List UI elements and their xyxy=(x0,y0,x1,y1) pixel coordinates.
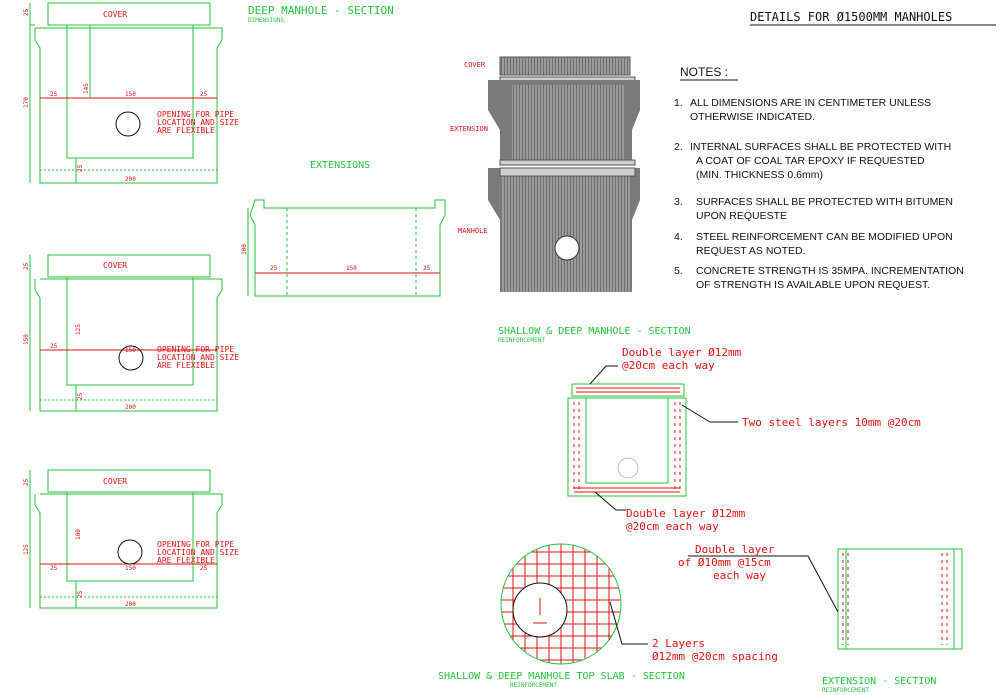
note-5-line-1: CONCRETE STRENGTH IS 35MPA. INCREMENTATI… xyxy=(696,265,964,277)
render-extension-label: EXTENSION xyxy=(450,125,488,133)
extsec-label-2: of Ø10mm @15cm xyxy=(678,556,771,569)
extsec-label-1: Double layer xyxy=(695,543,775,556)
note-2-num: 2. xyxy=(674,141,683,153)
note-2-line-3: (MIN. THICKNESS 0.6mm) xyxy=(696,169,823,181)
mid-pipe-note-3: ARE FLEXIBLE xyxy=(157,361,215,370)
ext-dim-right: 25 xyxy=(423,265,431,272)
note-5-num: 5. xyxy=(674,265,683,277)
shallow-dim-width: 200 xyxy=(125,601,136,608)
deep-pipe-note-2: LOCATION AND SIZE xyxy=(157,118,239,127)
mid-dim-inner-w: 150 xyxy=(125,347,136,354)
note-1-line-2: OTHERWISE INDICATED. xyxy=(690,111,815,123)
ext-dim-height: 100 xyxy=(241,244,248,255)
deep-dim-inner-w: 150 xyxy=(125,91,136,98)
mid-dim-left-wall: 25 xyxy=(50,343,58,350)
note-4-line-1: STEEL REINFORCEMENT CAN BE MODIFIED UPON xyxy=(696,231,953,243)
render-manhole-label: MANHOLE xyxy=(458,227,488,235)
note-1-line-1: ALL DIMENSIONS ARE IN CENTIMETER UNLESS xyxy=(690,97,931,109)
reinforcement-drawing xyxy=(567,365,738,511)
ext-dim-middle: 150 xyxy=(346,265,357,272)
mid-dim-height: 150 xyxy=(23,334,30,345)
shallow-manhole-section xyxy=(29,469,223,609)
deep-cover-label: COVER xyxy=(103,10,127,19)
deep-dim-top: 25 xyxy=(23,8,30,16)
deep-manhole-section xyxy=(29,2,223,184)
reinf-side-label: Two steel layers 10mm @20cm xyxy=(742,416,921,429)
mid-pipe-note-1: OPENING FOR PIPE xyxy=(157,345,234,354)
extension-section-drawing xyxy=(688,548,963,650)
shallow-pipe-note-2: LOCATION AND SIZE xyxy=(157,548,239,557)
note-4-num: 4. xyxy=(674,231,683,243)
deep-dim-inner-h: 145 xyxy=(83,83,90,94)
deep-dim-width: 200 xyxy=(125,176,136,183)
deep-dim-right-wall: 25 xyxy=(200,91,208,98)
shallow-dim-top: 25 xyxy=(23,478,30,486)
note-2-line-2: A COAT OF COAL TAR EPOXY IF REQUESTED xyxy=(696,155,925,167)
note-1-num: 1. xyxy=(674,97,683,109)
shallow-dim-inner-w: 150 xyxy=(125,565,136,572)
mid-pipe-note-2: LOCATION AND SIZE xyxy=(157,353,239,362)
shallow-dim-right-wall: 25 xyxy=(200,565,208,572)
shallow-dim-height: 125 xyxy=(23,544,30,555)
deep-pipe-note-3: ARE FLEXIBLE xyxy=(157,126,215,135)
render-cover-label: COVER xyxy=(464,61,486,69)
mid-dim-top: 25 xyxy=(23,262,30,270)
mid-cover-label: COVER xyxy=(103,261,127,270)
extsec-subtitle: REINFORCEMENT xyxy=(822,687,869,694)
manhole-3d-render xyxy=(488,56,640,292)
slab-title: SHALLOW & DEEP MANHOLE TOP SLAB - SECTIO… xyxy=(438,671,685,682)
reinf-top-label-2: @20cm each way xyxy=(622,359,715,372)
notes-title: NOTES : xyxy=(680,65,728,79)
slab-label-2: Ø12mm @20cm spacing xyxy=(652,650,778,663)
mid-dim-bottom: 25 xyxy=(77,392,84,400)
mid-dim-width: 200 xyxy=(125,404,136,411)
reinforcement-subtitle: REINFORCEMENT xyxy=(498,337,545,344)
shallow-dim-inner-h: 100 xyxy=(75,529,82,540)
reinf-bottom-label-1: Double layer Ø12mm xyxy=(626,507,746,520)
extensions-title: EXTENSIONS xyxy=(310,160,370,171)
deep-pipe-note-1: OPENING FOR PIPE xyxy=(157,110,234,119)
note-2-line-1: INTERNAL SURFACES SHALL BE PROTECTED WIT… xyxy=(690,141,951,153)
note-3-line-2: UPON REQUESTE xyxy=(696,210,787,222)
extensions-drawing xyxy=(247,199,446,297)
reinf-bottom-label-2: @20cm each way xyxy=(626,520,719,533)
shallow-pipe-note-3: ARE FLEXIBLE xyxy=(157,556,215,565)
notes-block: NOTES : 1. ALL DIMENSIONS ARE IN CENTIME… xyxy=(674,65,964,291)
note-3-line-1: SURFACES SHALL BE PROTECTED WITH BITUMEN xyxy=(696,196,953,208)
slab-label-1: 2 Layers xyxy=(652,637,705,650)
deep-dim-bottom: 25 xyxy=(77,164,84,172)
note-3-num: 3. xyxy=(674,196,683,208)
shallow-cover-label: COVER xyxy=(103,477,127,486)
note-5-line-2: OF STRENGTH IS AVAILABLE UPON REQUEST. xyxy=(696,279,930,291)
deep-dim-left-wall: 25 xyxy=(50,91,58,98)
shallow-dim-bottom: 25 xyxy=(77,590,84,598)
mid-dim-inner-h: 125 xyxy=(75,324,82,335)
shallow-pipe-note-1: OPENING FOR PIPE xyxy=(157,540,234,549)
ext-dim-left: 25 xyxy=(270,265,278,272)
deep-dim-height: 170 xyxy=(23,97,30,108)
shallow-dim-left-wall: 25 xyxy=(50,565,58,572)
mid-manhole-section xyxy=(29,254,223,412)
reinforcement-title: SHALLOW & DEEP MANHOLE - SECTION xyxy=(498,326,691,337)
top-slab-drawing xyxy=(500,543,648,665)
page-title: DETAILS FOR Ø1500MM MANHOLES xyxy=(750,10,952,24)
slab-subtitle: REINFORCEMENT xyxy=(510,682,557,689)
reinf-top-label-1: Double layer Ø12mm xyxy=(622,346,742,359)
extsec-label-3: each way xyxy=(713,569,766,582)
deep-section-subtitle: DIMENSIONS xyxy=(248,17,285,24)
deep-section-title: DEEP MANHOLE - SECTION xyxy=(248,4,394,17)
extsec-title: EXTENSION - SECTION xyxy=(822,676,936,687)
note-4-line-2: REQUEST AS NOTED. xyxy=(696,245,806,257)
